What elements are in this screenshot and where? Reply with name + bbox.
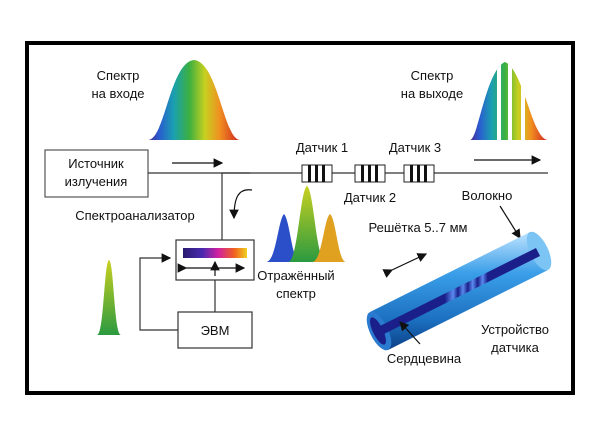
analyzer-spectrum-bar: [183, 248, 247, 258]
return-arrow: [229, 189, 253, 220]
reflected-label-2: спектр: [276, 286, 316, 301]
core-label: Сердцевина: [387, 351, 462, 366]
single-peak: [97, 260, 121, 335]
input-spectrum-curve: [148, 60, 240, 140]
spectrum-in-label-2: на входе: [91, 86, 144, 101]
sensor-1-label: Датчик 1: [296, 140, 348, 155]
reflected-spectrum: [266, 186, 346, 262]
sensor-device-label-1: Устройство: [481, 322, 549, 337]
fiber-label: Волокно: [462, 188, 513, 203]
sensor-3: [403, 164, 435, 183]
fiber-pointer: [499, 205, 521, 240]
sensor-2-label: Датчик 2: [344, 190, 396, 205]
grating-double-arrow: [382, 253, 428, 278]
grating-label: Решётка 5..7 мм: [369, 220, 468, 235]
reflected-label-1: Отражённый: [257, 268, 334, 283]
spectrum-analyzer-label: Спектроанализатор: [75, 208, 195, 223]
sensor-2: [354, 164, 386, 183]
spectrum-out-label-2: на выходе: [401, 86, 463, 101]
sensor-device-cylinder: [366, 231, 552, 351]
spectrum-in-label-1: Спектр: [97, 68, 140, 83]
source-label-1: Источник: [68, 156, 124, 171]
core-pointer: [399, 321, 421, 345]
computer-box: [177, 311, 253, 349]
sensor-device-label-2: датчика: [491, 340, 539, 355]
spectrum-out-label-1: Спектр: [411, 68, 454, 83]
outer-frame: [25, 41, 575, 395]
source-label-2: излучения: [65, 174, 128, 189]
sensor-3-label: Датчик 3: [389, 140, 441, 155]
sensor-1: [301, 164, 333, 183]
source-box: [44, 149, 149, 198]
feedback-line: [139, 253, 178, 331]
computer-label: ЭВМ: [201, 323, 230, 338]
output-spectrum-curve: [470, 62, 548, 140]
fiber-to-analyzer-line: [221, 172, 250, 240]
